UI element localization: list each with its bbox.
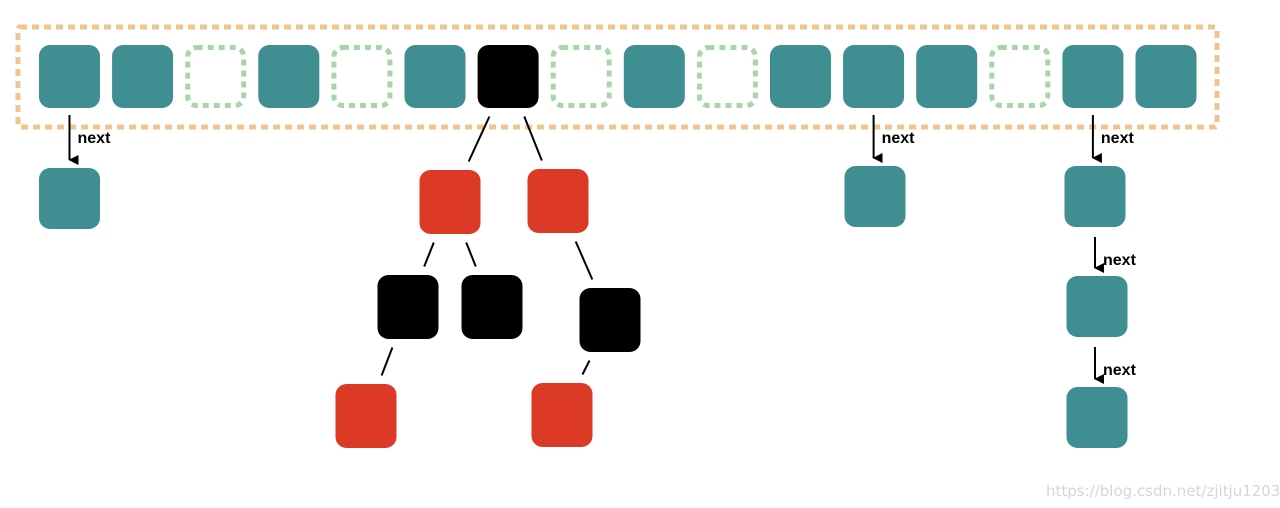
empty-bucket-slot xyxy=(331,45,393,108)
tree-node-red xyxy=(335,384,397,448)
bucket-slot xyxy=(770,45,831,108)
next-label: next xyxy=(1101,130,1135,147)
chain-node xyxy=(1066,387,1128,448)
empty-bucket-slot xyxy=(550,45,612,108)
tree-edge xyxy=(423,242,435,267)
next-label: next xyxy=(1103,362,1137,379)
bucket-slot xyxy=(1062,45,1124,108)
next-label: next xyxy=(882,130,916,147)
tree-edge xyxy=(523,116,543,161)
bucket-slot xyxy=(916,45,978,108)
bucket-array-border xyxy=(15,24,1220,130)
bucket-slot xyxy=(39,45,100,108)
bucket-slot xyxy=(623,45,685,108)
bucket-array xyxy=(39,45,1197,108)
empty-bucket-slot xyxy=(185,45,247,108)
empty-bucket-slot xyxy=(989,45,1051,108)
chain-node xyxy=(844,166,906,227)
tree-edges xyxy=(380,116,594,376)
tree-edge xyxy=(380,347,394,376)
tree-edge xyxy=(467,116,491,162)
bucket-slot xyxy=(1135,45,1197,108)
bucket-slot xyxy=(843,45,905,108)
chain-links: next next next next next xyxy=(68,115,1137,384)
tree-root-bucket xyxy=(477,45,539,108)
tree-node-black xyxy=(461,275,523,339)
watermark: https://blog.csdn.net/zjitju1203 xyxy=(1046,482,1280,500)
tree-edge xyxy=(465,242,477,267)
tree-node-red xyxy=(419,170,481,234)
tree-edge xyxy=(574,241,594,280)
overflow-nodes xyxy=(39,166,1128,448)
chain-node xyxy=(1066,276,1128,337)
tree-edge xyxy=(581,360,591,375)
tree-node-black xyxy=(377,275,439,339)
tree-node-red xyxy=(527,169,589,233)
chain-node xyxy=(1064,166,1126,227)
bucket-slot xyxy=(258,45,320,108)
bucket-slot xyxy=(112,45,174,108)
tree-node-black xyxy=(579,288,641,352)
bucket-slot xyxy=(404,45,466,108)
next-label: next xyxy=(78,130,112,147)
tree-node-red xyxy=(531,383,593,447)
chain-node xyxy=(39,168,100,229)
empty-bucket-slot xyxy=(696,45,758,108)
next-label: next xyxy=(1103,252,1137,269)
